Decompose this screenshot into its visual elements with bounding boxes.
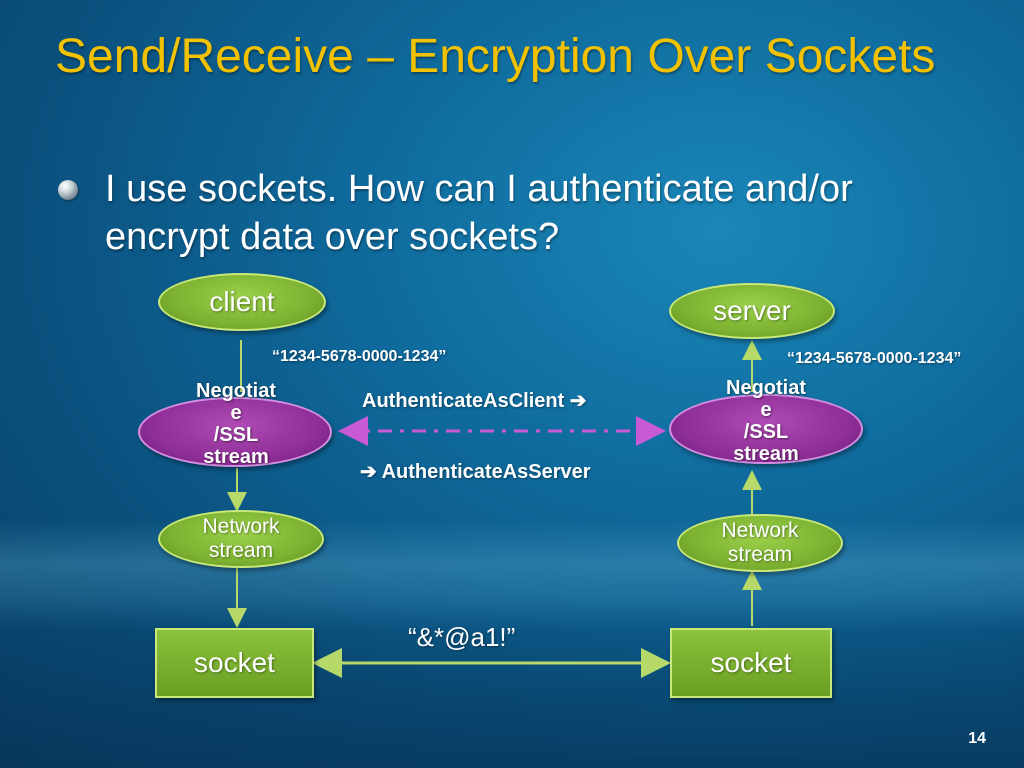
left-network-label: Network stream [202, 515, 280, 562]
left-negotiate-node [138, 397, 332, 467]
right-network-node: Network stream [677, 514, 843, 572]
right-negotiate-node [669, 394, 863, 464]
client-key-label: “1234-5678-0000-1234” [272, 348, 447, 365]
slide-title: Send/Receive – Encryption Over Sockets [55, 30, 936, 83]
authenticate-client-label: AuthenticateAsClient ➔ [362, 390, 587, 412]
left-network-node: Network stream [158, 510, 324, 568]
left-socket-label: socket [194, 647, 275, 678]
bullet-icon [58, 180, 78, 200]
client-node: client [158, 273, 326, 331]
server-label: server [713, 295, 791, 326]
right-negotiate-label: Negotiat e /SSL stream [726, 377, 806, 465]
authenticate-server-label: ➔ AuthenticateAsServer [360, 461, 591, 483]
right-socket-label: socket [710, 647, 792, 678]
server-key-label: “1234-5678-0000-1234” [787, 350, 962, 367]
bullet-text: I use sockets. How can I authenticate an… [105, 168, 853, 258]
server-node: server [669, 283, 835, 339]
wire-data-label: “&*@a1!” [408, 622, 516, 652]
right-socket-box: socket [670, 628, 832, 698]
left-negotiate-label: Negotiat e /SSL stream [196, 380, 276, 468]
left-socket-box: socket [155, 628, 314, 698]
right-network-label: Network stream [721, 519, 799, 566]
page-number: 14 [968, 730, 986, 747]
client-label: client [209, 286, 275, 317]
